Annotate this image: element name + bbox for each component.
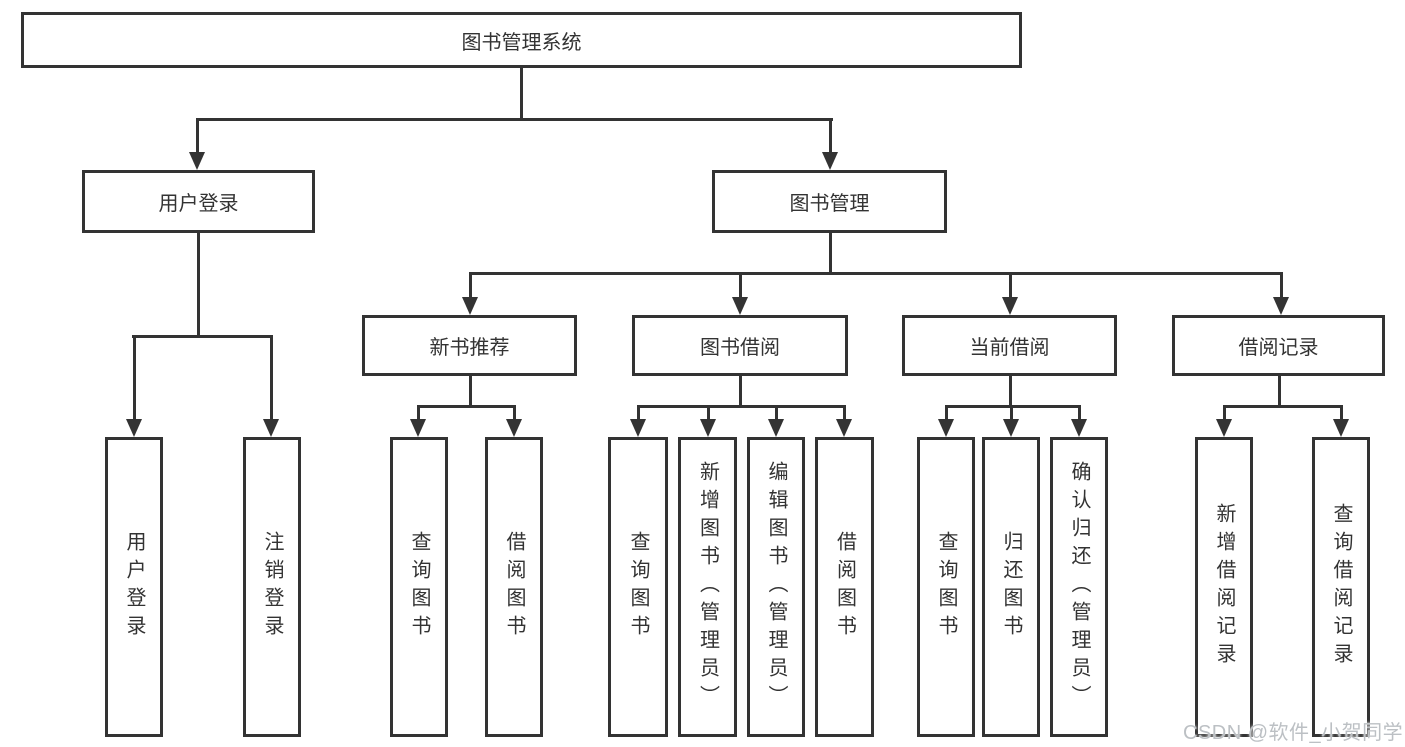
- node-root-label: 图书管理系统: [461, 31, 582, 54]
- connector-line: [829, 233, 832, 272]
- connector-line: [829, 118, 832, 152]
- connector-line: [520, 67, 523, 118]
- connector-line: [417, 405, 420, 419]
- arrow-down-icon: [768, 419, 784, 437]
- watermark: CSDN @软件_小贺同学: [1183, 722, 1404, 744]
- arrow-down-icon: [938, 419, 954, 437]
- leaf-recommend-borrow-books-label: 借阅图书: [503, 531, 525, 643]
- arrow-down-icon: [1002, 297, 1018, 315]
- connector-line: [469, 272, 1282, 275]
- leaf-current-confirm-return-admin-label: 确认归还（管理员）: [1068, 461, 1090, 713]
- connector-line: [1010, 405, 1013, 419]
- arrow-down-icon: [732, 297, 748, 315]
- connector-line: [739, 375, 742, 405]
- connector-line: [945, 405, 1081, 408]
- connector-line: [1223, 405, 1343, 408]
- leaf-records-query-record: 查询借阅记录: [1312, 437, 1370, 737]
- arrow-down-icon: [189, 152, 205, 170]
- connector-line: [1009, 272, 1012, 297]
- connector-line: [775, 405, 778, 419]
- connector-line: [1223, 405, 1226, 419]
- connector-line: [133, 335, 136, 419]
- node-book-management: 图书管理: [712, 170, 947, 233]
- arrow-down-icon: [836, 419, 852, 437]
- leaf-current-query-books: 查询图书: [917, 437, 975, 737]
- node-current-borrowing-label: 当前借阅: [969, 337, 1050, 359]
- leaf-records-add-record-label: 新增借阅记录: [1213, 503, 1235, 671]
- node-new-book-recommendation: 新书推荐: [362, 315, 577, 376]
- leaf-current-query-books-label: 查询图书: [935, 531, 957, 643]
- arrow-down-icon: [1216, 419, 1232, 437]
- connector-line: [1280, 272, 1283, 297]
- node-current-borrowing: 当前借阅: [902, 315, 1117, 376]
- node-book-management-label: 图书管理: [789, 193, 870, 215]
- leaf-recommend-query-books: 查询图书: [390, 437, 448, 737]
- leaf-logout: 注销登录: [243, 437, 301, 737]
- leaf-borrow-add-books-admin: 新增图书（管理员）: [678, 437, 737, 737]
- leaf-current-confirm-return-admin: 确认归还（管理员）: [1050, 437, 1108, 737]
- connector-line: [637, 405, 846, 408]
- connector-line: [270, 335, 273, 419]
- leaf-borrow-edit-books-admin: 编辑图书（管理员）: [747, 437, 805, 737]
- node-user-login: 用户登录: [82, 170, 315, 233]
- connector-line: [197, 233, 200, 335]
- connector-line: [1340, 405, 1343, 419]
- arrow-down-icon: [410, 419, 426, 437]
- leaf-current-return-books-label: 归还图书: [1000, 531, 1022, 643]
- connector-line: [132, 335, 272, 338]
- node-book-borrowing-label: 图书借阅: [700, 337, 780, 359]
- leaf-borrow-add-books-admin-label: 新增图书（管理员）: [696, 461, 719, 713]
- arrow-down-icon: [822, 152, 838, 170]
- connector-line: [739, 272, 742, 297]
- connector-line: [417, 405, 515, 408]
- connector-line: [196, 118, 199, 152]
- leaf-records-add-record: 新增借阅记录: [1195, 437, 1253, 737]
- leaf-user-login: 用户登录: [105, 437, 163, 737]
- arrow-down-icon: [263, 419, 279, 437]
- leaf-recommend-borrow-books: 借阅图书: [485, 437, 543, 737]
- leaf-current-return-books: 归还图书: [982, 437, 1040, 737]
- connector-line: [513, 405, 516, 419]
- connector-line: [1278, 375, 1281, 405]
- connector-line: [469, 272, 472, 297]
- connector-line: [945, 405, 948, 419]
- node-root: 图书管理系统: [21, 12, 1022, 68]
- node-new-book-recommendation-label: 新书推荐: [429, 337, 510, 359]
- arrow-down-icon: [1273, 297, 1289, 315]
- leaf-logout-label: 注销登录: [261, 531, 283, 643]
- arrow-down-icon: [1003, 419, 1019, 437]
- arrow-down-icon: [126, 419, 142, 437]
- leaf-borrow-query-books-label: 查询图书: [627, 531, 649, 643]
- arrow-down-icon: [1333, 419, 1349, 437]
- connector-line: [637, 405, 640, 419]
- arrow-down-icon: [506, 419, 522, 437]
- arrow-down-icon: [1071, 419, 1087, 437]
- connector-line: [196, 118, 833, 121]
- leaf-borrow-borrow-books: 借阅图书: [815, 437, 874, 737]
- arrow-down-icon: [462, 297, 478, 315]
- arrow-down-icon: [630, 419, 646, 437]
- leaf-records-query-record-label: 查询借阅记录: [1330, 503, 1352, 671]
- connector-line: [469, 375, 472, 405]
- leaf-user-login-label: 用户登录: [123, 531, 145, 643]
- leaf-borrow-edit-books-admin-label: 编辑图书（管理员）: [765, 461, 787, 713]
- connector-line: [707, 405, 710, 419]
- connector-line: [1078, 405, 1081, 419]
- node-borrowing-records: 借阅记录: [1172, 315, 1385, 376]
- connector-line: [1009, 375, 1012, 405]
- connector-line: [843, 405, 846, 419]
- leaf-borrow-borrow-books-label: 借阅图书: [833, 531, 856, 643]
- node-user-login-label: 用户登录: [158, 193, 239, 215]
- node-borrowing-records-label: 借阅记录: [1238, 337, 1319, 359]
- arrow-down-icon: [700, 419, 716, 437]
- node-book-borrowing: 图书借阅: [632, 315, 848, 376]
- leaf-borrow-query-books: 查询图书: [608, 437, 668, 737]
- leaf-recommend-query-books-label: 查询图书: [408, 531, 430, 643]
